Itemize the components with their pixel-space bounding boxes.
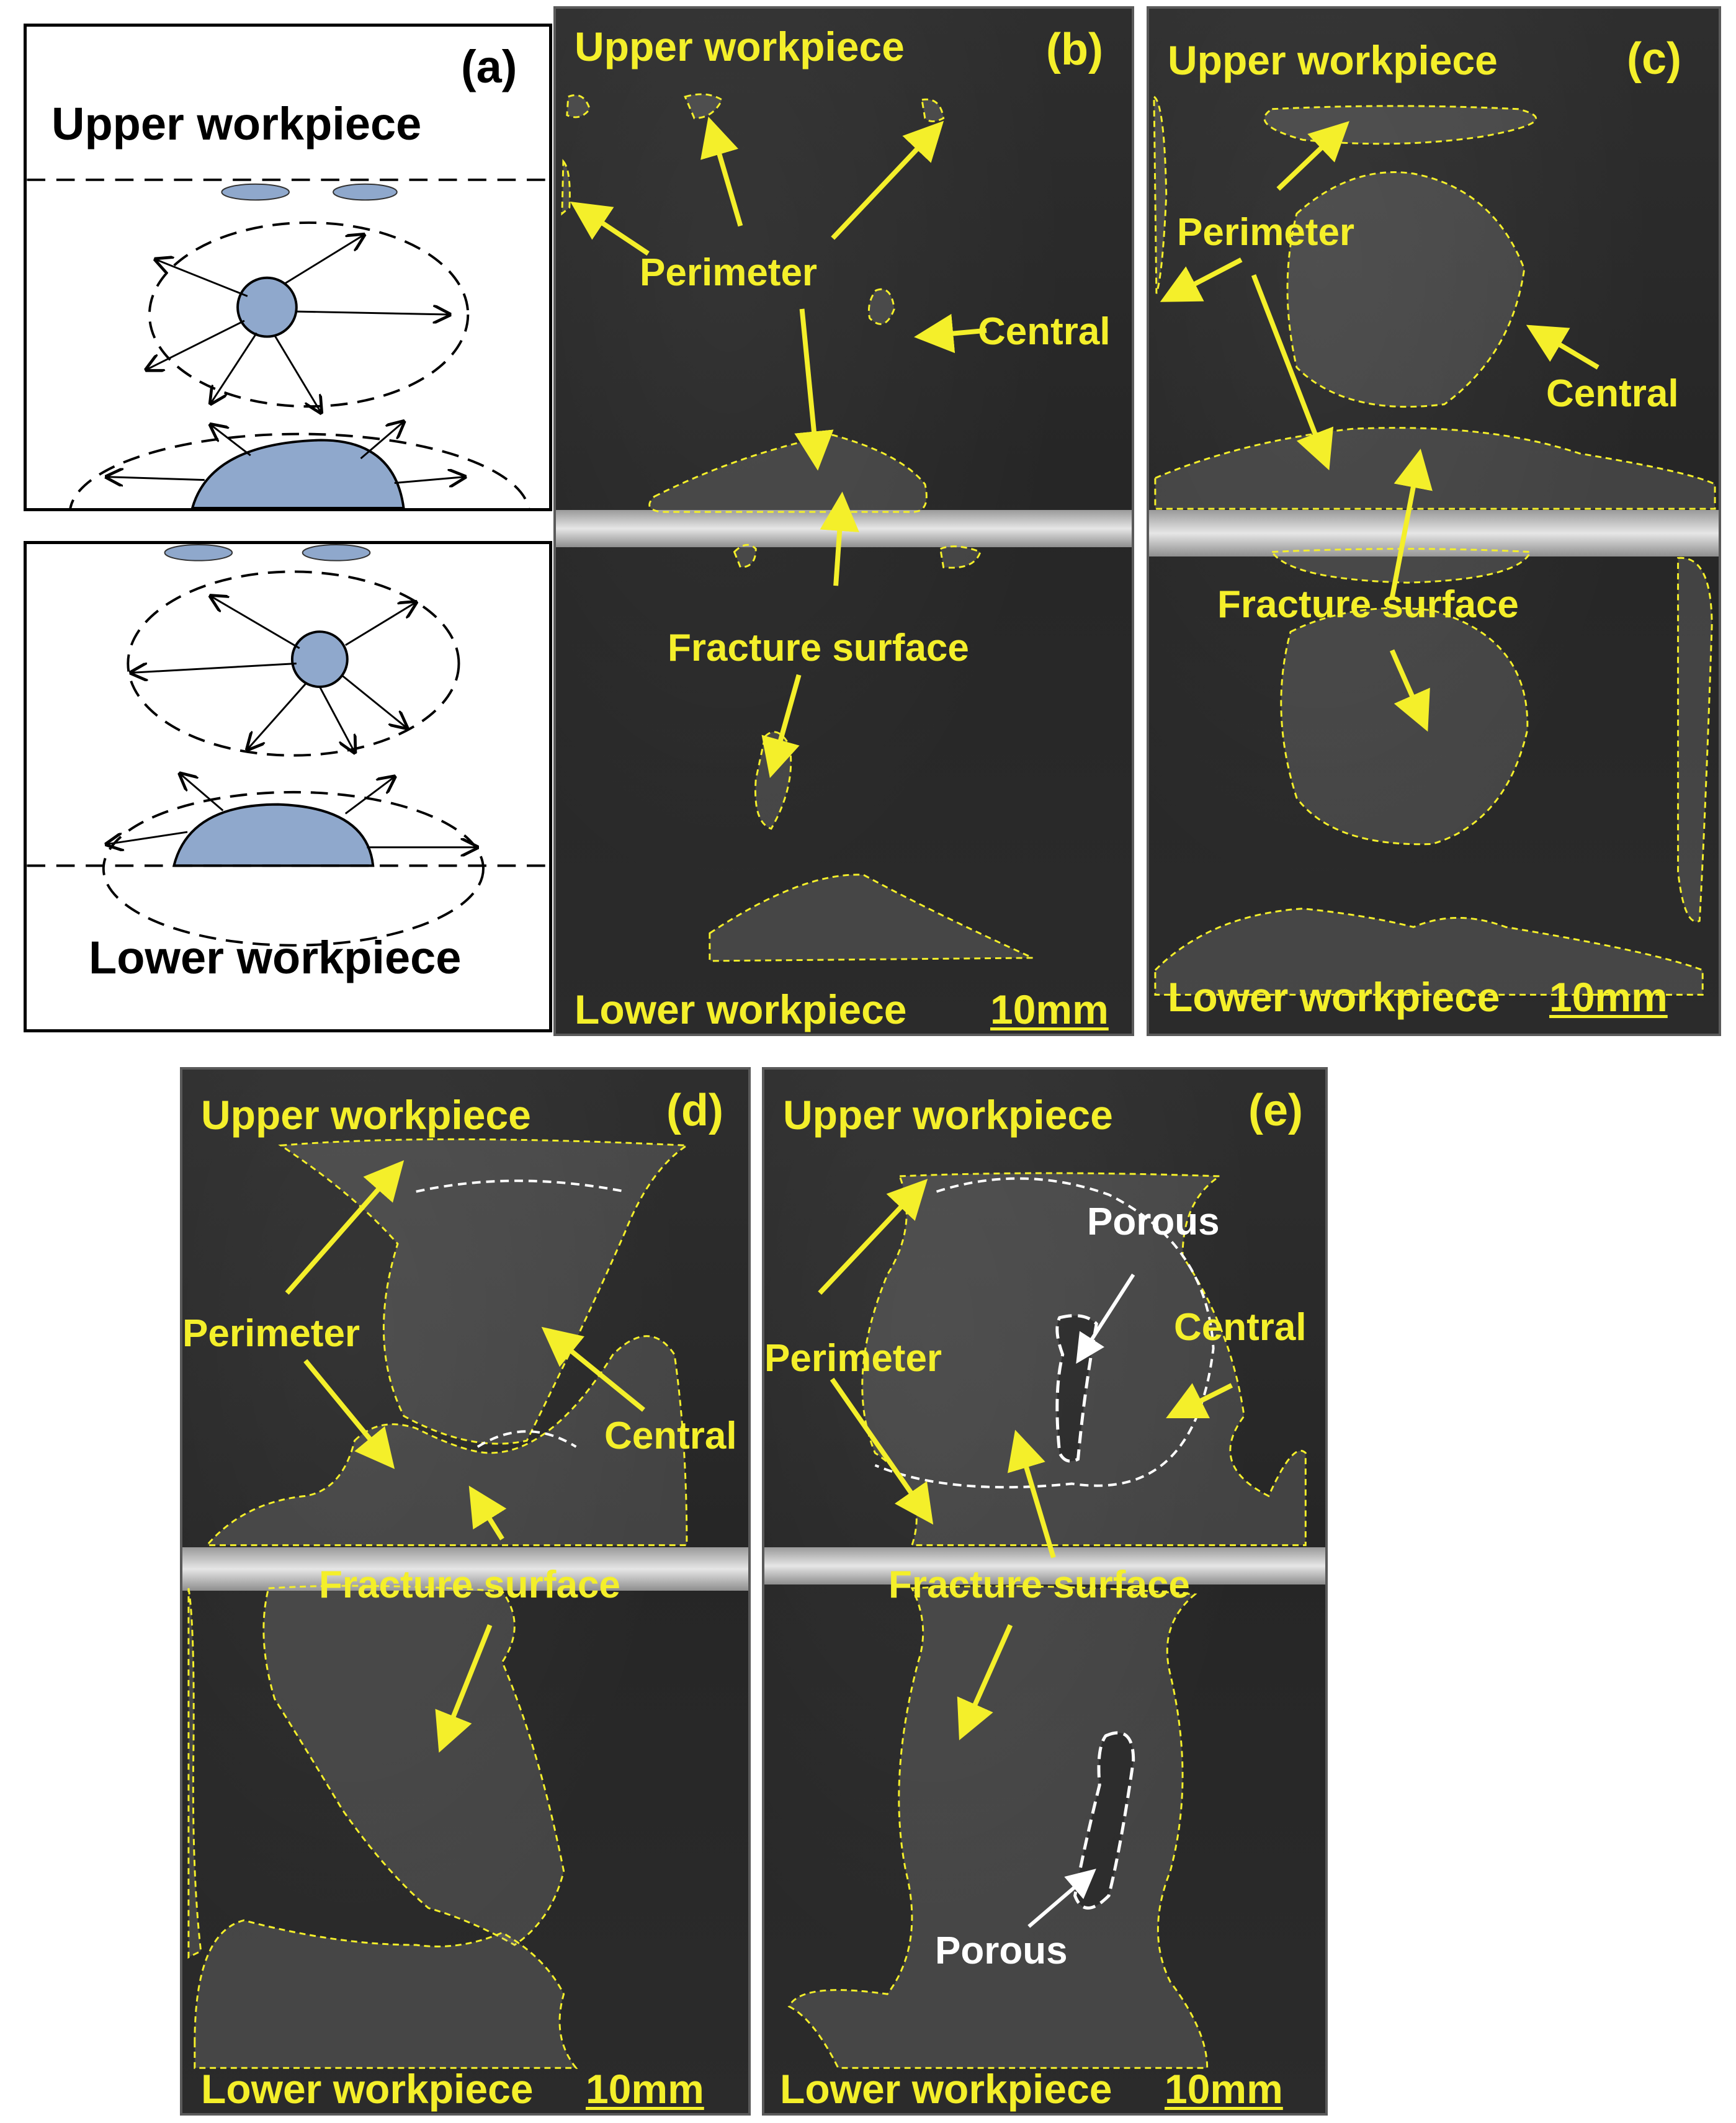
small-nugget-right (333, 183, 398, 201)
panel-e-photo: Upper workpiece (e) Porous Perimeter Cen… (762, 1067, 1328, 2116)
central-label: Central (1174, 1306, 1307, 1349)
porous-arrows (1027, 1273, 1135, 1928)
porous-region-lower (1073, 1731, 1135, 1910)
annotation-arrows (1160, 121, 1600, 732)
upper-workpiece-label: Upper workpiece (1168, 37, 1498, 83)
small-nugget-left (164, 544, 233, 561)
panel-b-photo: Upper workpiece (b) Perimeter Central Fr… (553, 6, 1134, 1036)
upper-schematic-drawing (27, 178, 549, 508)
growth-arrows-central (131, 596, 416, 753)
porous-label-upper: Porous (1087, 1200, 1220, 1243)
growth-arrows-perimeter (107, 774, 477, 847)
lower-workpiece-label: Lower workpiece (575, 986, 907, 1032)
panel-c-photo: Upper workpiece (c) Perimeter Central Fr… (1147, 6, 1721, 1036)
porous-label-lower: Porous (935, 1929, 1068, 1972)
panel-letter: (c) (1627, 34, 1681, 84)
perimeter-label: Perimeter (182, 1312, 360, 1355)
fusion-boundary-white-lower (477, 1430, 577, 1448)
small-nugget-left (221, 183, 290, 201)
panel-d-photo: Upper workpiece (d) Perimeter Central Fr… (180, 1067, 751, 2116)
perimeter-nugget (172, 803, 375, 867)
fracture-gap (182, 1547, 748, 1591)
panel-c-annotations (1153, 95, 1716, 996)
scale-bar: 10mm (586, 2066, 704, 2112)
upper-workpiece-label: Upper workpiece (783, 1092, 1113, 1138)
growth-boundary-perimeter (102, 790, 485, 947)
growth-boundary-central (127, 570, 460, 757)
upper-workpiece-label: Upper workpiece (575, 24, 905, 69)
central-label: Central (1546, 372, 1679, 415)
fracture-surface-label: Fracture surface (1217, 583, 1519, 626)
lower-workpiece-label: Lower workpiece (89, 932, 462, 983)
fracture-gap (764, 1547, 1325, 1584)
panel-b-annotations (561, 93, 1033, 962)
lower-workpiece-label: Lower workpiece (201, 2066, 534, 2112)
fracture-surface-label: Fracture surface (319, 1563, 620, 1606)
fusion-boundary-white (416, 1179, 626, 1193)
annotation-arrows (570, 116, 987, 779)
panel-letter: (a) (461, 41, 517, 92)
panel-a-lower-schematic: Lower workpiece (24, 541, 552, 1032)
small-nugget-right (302, 544, 371, 561)
annotation-arrows (285, 1160, 645, 1753)
central-nugget (236, 276, 298, 338)
panel-e-annotations (787, 1172, 1307, 2069)
panel-letter: (d) (666, 1086, 723, 1135)
perimeter-label: Perimeter (1177, 211, 1355, 254)
central-nugget (290, 630, 349, 689)
perimeter-label: Perimeter (640, 251, 818, 294)
annotation-arrows (818, 1179, 1233, 1741)
panel-a-upper-schematic: (a) Upper workpiece (24, 24, 552, 511)
fracture-surface-label: Fracture surface (668, 627, 969, 669)
panel-d-annotations (187, 1138, 690, 2069)
upper-workpiece-label: Upper workpiece (51, 98, 422, 150)
upper-workpiece-label: Upper workpiece (201, 1092, 531, 1138)
nugget-outlines (187, 1138, 690, 2069)
growth-arrows-perimeter (107, 422, 465, 483)
perimeter-label: Perimeter (764, 1337, 942, 1380)
growth-arrows-central (146, 235, 450, 413)
nugget-outlines (561, 93, 1033, 962)
lower-workpiece-label: Lower workpiece (780, 2066, 1112, 2112)
fracture-surface-label: Fracture surface (888, 1563, 1190, 1606)
fusion-boundary-white (874, 1177, 1215, 1489)
central-label: Central (978, 310, 1111, 353)
scale-bar: 10mm (1549, 974, 1668, 1020)
panel-letter: (e) (1248, 1086, 1303, 1135)
scale-bar: 10mm (1165, 2066, 1283, 2112)
lower-workpiece-label: Lower workpiece (1168, 974, 1500, 1020)
lower-schematic-drawing (27, 544, 549, 947)
scale-bar: 10mm (990, 986, 1109, 1032)
perimeter-nugget (190, 439, 405, 508)
central-label: Central (604, 1415, 737, 1457)
panel-letter: (b) (1046, 25, 1103, 74)
